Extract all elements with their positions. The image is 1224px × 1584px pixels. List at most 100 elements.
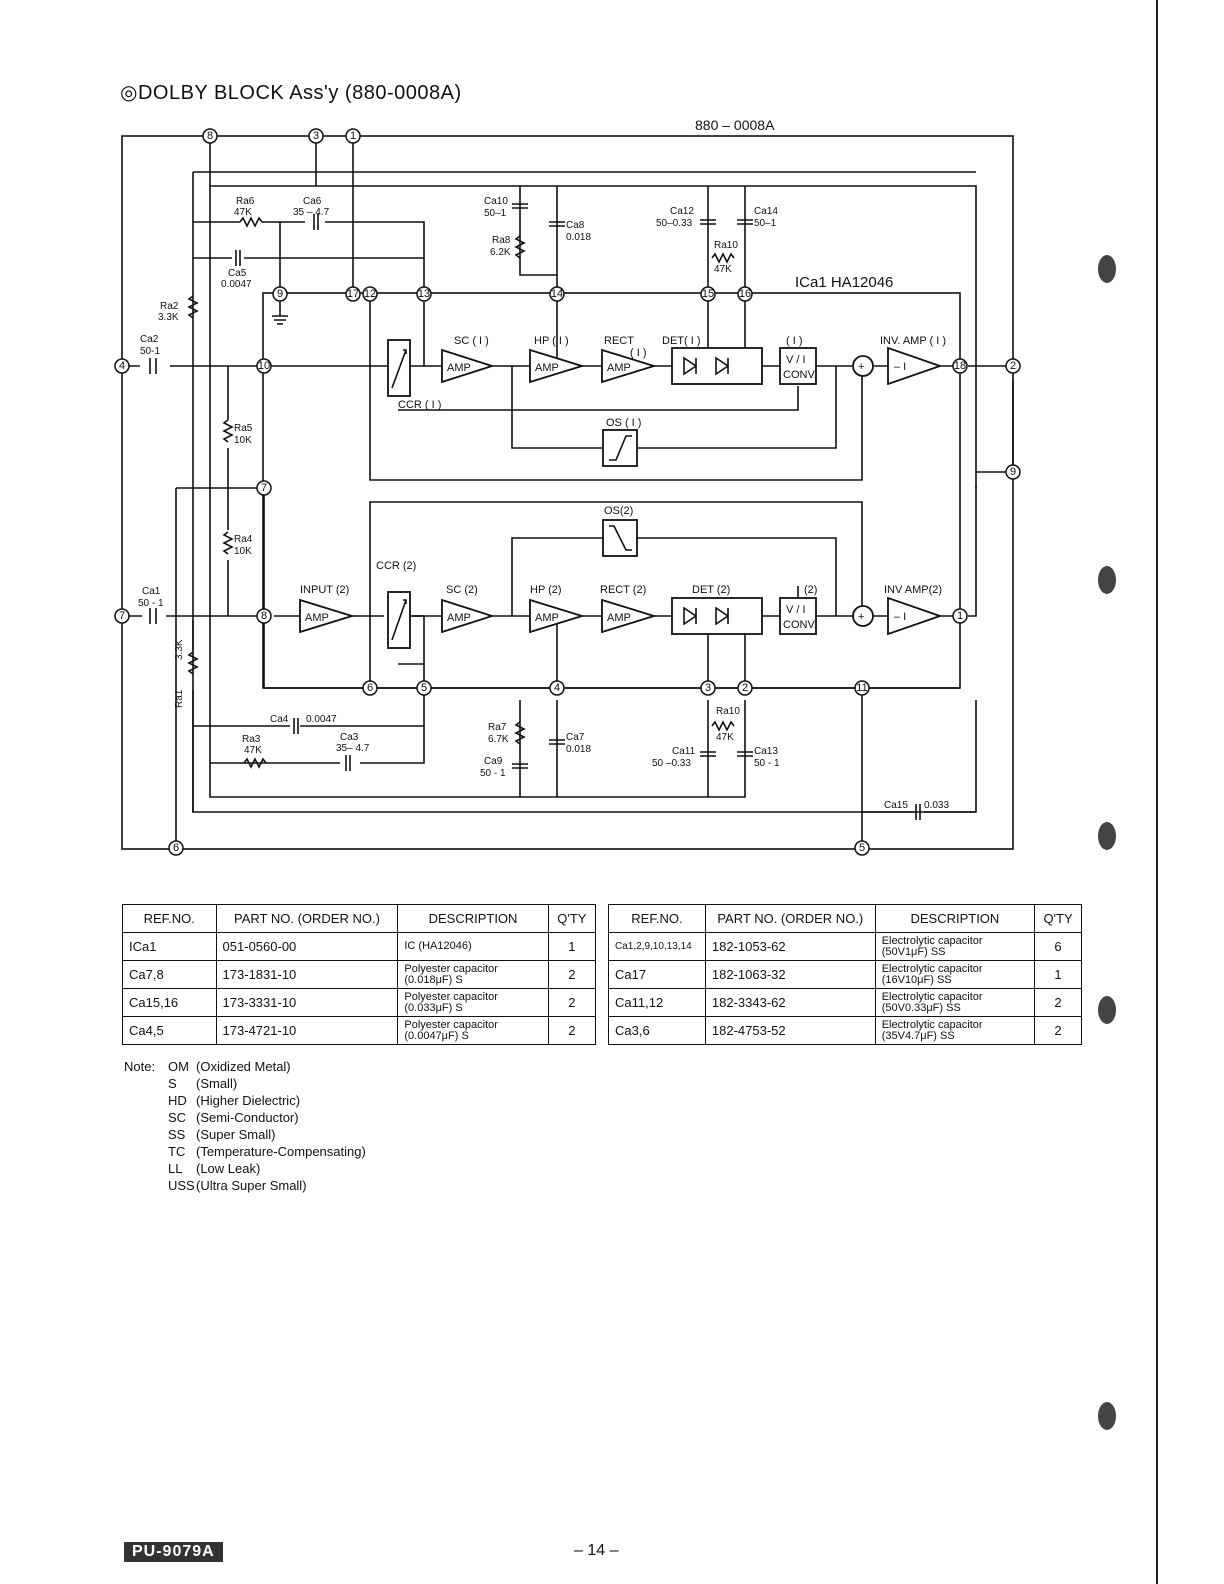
- pin-4-bottom: 4: [549, 680, 565, 696]
- ra7-value: 6.7K: [488, 734, 509, 745]
- note-key: HD: [168, 1093, 187, 1108]
- desc-cell: Polyester capacitor (0.033μF) S: [397, 988, 549, 1017]
- svg-text:11: 11: [856, 682, 867, 694]
- ra8-value: 6.2K: [490, 247, 511, 258]
- qty-cell: 2: [1034, 1016, 1082, 1045]
- desc-cell: Polyester capacitor (0.018μF) S: [397, 960, 549, 989]
- rect2-label: RECT (2): [600, 584, 646, 596]
- resistor-ra10-top: [711, 252, 735, 264]
- ca13-label: Ca13: [754, 746, 778, 757]
- qty-cell: 1: [547, 932, 597, 961]
- board-outline: [121, 135, 1014, 850]
- wire-pin13: [423, 293, 442, 367]
- col-ref: REF.NO.: [608, 904, 706, 933]
- svg-text:2: 2: [1010, 360, 1016, 372]
- note-row: LL(Low Leak): [124, 1160, 366, 1177]
- det2-diodes: [683, 606, 730, 626]
- hp1-amp: [529, 348, 586, 384]
- note-key: SS: [168, 1127, 186, 1142]
- conv2-top-label: (2): [804, 584, 817, 596]
- table-row: Ca7,8 173-1831-10 Polyester capacitor (0…: [122, 960, 597, 989]
- pin-16: 16: [737, 286, 753, 302]
- pin-1-right: 1: [952, 608, 968, 624]
- sc1-amp: [441, 348, 495, 384]
- os2-curve: [609, 525, 632, 551]
- desc-cell: IC (HA12046): [397, 932, 549, 961]
- punch-hole: [1098, 996, 1116, 1024]
- pin-1-top: 1: [345, 128, 361, 144]
- part-cell: 182-3343-62: [704, 988, 876, 1017]
- note-key: OM: [168, 1059, 189, 1074]
- wire-pin7-mid: [176, 487, 265, 688]
- svg-text:15: 15: [702, 288, 714, 300]
- det1-diodes: [683, 356, 730, 376]
- svg-text:4: 4: [554, 682, 560, 694]
- ca12-value: 50–0.33: [656, 218, 693, 229]
- ra2-label: Ra2: [160, 301, 179, 312]
- ca1-value: 50 - 1: [138, 598, 164, 609]
- qty-cell: 2: [547, 1016, 597, 1045]
- note-row: USS(Ultra Super Small): [124, 1177, 366, 1194]
- qty-cell: 2: [1034, 988, 1082, 1017]
- pin-18: 18: [952, 358, 968, 374]
- ref-cell: Ca3,6: [608, 1016, 706, 1045]
- sum1-node: [852, 355, 874, 377]
- ra6-label: Ra6: [236, 196, 255, 207]
- wire-ca15: [861, 688, 977, 848]
- svg-text:14: 14: [551, 288, 563, 300]
- ra2-value: 3.3K: [158, 312, 179, 323]
- svg-text:9: 9: [1010, 466, 1016, 478]
- capacitor-ca13: [737, 751, 753, 757]
- ref-cell: Ca11,12: [608, 988, 706, 1017]
- ca11-value: 50 –0.33: [652, 758, 691, 769]
- ra10-bot-label: Ra10: [716, 706, 740, 717]
- pin-8-top: 8: [202, 128, 218, 144]
- inv1-gain-label: – I: [894, 361, 906, 373]
- col-qty: Q'TY: [547, 904, 597, 933]
- part-cell: 182-4753-52: [704, 1016, 876, 1045]
- ca5-label: Ca5: [228, 268, 247, 279]
- note-value: (Ultra Super Small): [196, 1178, 307, 1193]
- punch-hole: [1098, 822, 1116, 850]
- pin-12: 12: [362, 286, 378, 302]
- pin-7-left: 7: [114, 608, 130, 624]
- pin-6: 6: [362, 680, 378, 696]
- wire-det1-taps: [707, 293, 746, 352]
- ccr2-arrow: [391, 599, 407, 641]
- punch-hole: [1098, 566, 1116, 594]
- desc-cell: Electrolytic capacitor (35V4.7μF) SS: [874, 1016, 1036, 1045]
- ca12-label: Ca12: [670, 206, 694, 217]
- ref-cell: Ca17: [608, 960, 706, 989]
- conv2-box: [779, 597, 817, 635]
- svg-text:7: 7: [119, 610, 125, 622]
- ca15-value: 0.033: [924, 800, 949, 811]
- input2-label: INPUT (2): [300, 584, 349, 596]
- ra1-label: Ra1: [174, 689, 185, 708]
- note-row: Note:OM(Oxidized Metal): [124, 1058, 366, 1075]
- wire-os2: [511, 537, 837, 616]
- capacitor-ca10: [512, 203, 528, 209]
- pin-17: 17: [345, 286, 361, 302]
- capacitor-ca3: [345, 755, 351, 771]
- part-cell: 173-4721-10: [215, 1016, 399, 1045]
- pin-13: 13: [416, 286, 432, 302]
- wire-inner-left: [209, 186, 746, 798]
- note-value: (Oxidized Metal): [196, 1059, 291, 1074]
- model-badge: PU-9079A: [124, 1542, 223, 1562]
- table-row: Ca3,6 182-4753-52 Electrolytic capacitor…: [608, 1016, 1082, 1045]
- pin-9: 9: [272, 286, 288, 302]
- sc2-label: SC (2): [446, 584, 478, 596]
- desc-cell: Electrolytic capacitor (16V10μF) SS: [874, 960, 1036, 989]
- ca3-value: 35– 4.7: [336, 743, 370, 754]
- capacitor-ca5: [235, 250, 241, 266]
- input2-amp: [299, 598, 356, 634]
- capacitor-ca14: [737, 219, 753, 225]
- pin-3-bottom: 3: [700, 680, 716, 696]
- ccr1-label: CCR ( I ): [398, 399, 441, 411]
- note-row: SC(Semi-Conductor): [124, 1109, 366, 1126]
- conv2-label-b: CONV.: [783, 619, 817, 631]
- os1-curve: [609, 435, 632, 461]
- ca14-label: Ca14: [754, 206, 778, 217]
- rect1-label: RECT: [604, 335, 634, 347]
- resistor-ra4: [222, 531, 234, 555]
